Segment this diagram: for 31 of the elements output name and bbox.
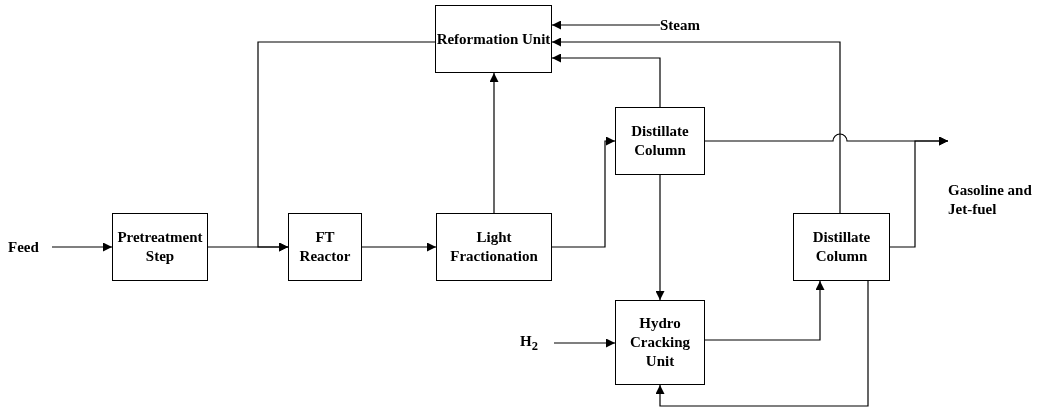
box-label: Hydro Cracking Unit bbox=[629, 314, 691, 371]
process-box bbox=[112, 213, 208, 281]
flow-label: Steam bbox=[660, 15, 700, 35]
arrow bbox=[551, 136, 616, 248]
box-label: Distillate Column bbox=[811, 228, 872, 266]
arrow bbox=[551, 20, 661, 30]
arrow bbox=[551, 37, 841, 214]
flow-label: Feed bbox=[8, 237, 39, 257]
arrow bbox=[655, 174, 665, 301]
process-box bbox=[288, 213, 362, 281]
arrow bbox=[553, 338, 616, 348]
arrow bbox=[551, 53, 661, 108]
arrow bbox=[361, 242, 437, 252]
arrow bbox=[51, 242, 113, 252]
process-box bbox=[615, 300, 705, 385]
box-label: Distillate Column bbox=[630, 122, 690, 160]
arrow bbox=[704, 280, 825, 341]
arrow bbox=[655, 280, 869, 407]
arrow bbox=[889, 136, 949, 248]
process-box bbox=[435, 5, 552, 73]
flow-label: H$_{2}$ bbox=[520, 331, 538, 355]
process-box bbox=[793, 213, 890, 281]
box-label: Pretreatment Step bbox=[116, 228, 204, 266]
box-label: FT Reactor bbox=[298, 228, 352, 266]
process-box bbox=[436, 213, 552, 281]
flow-label: Gasoline and Jet-fuel bbox=[948, 181, 1033, 219]
arrow bbox=[489, 72, 499, 214]
arrow bbox=[257, 41, 436, 252]
box-label: Reformation Unit bbox=[436, 29, 551, 49]
box-label: Light Fractionation bbox=[449, 228, 539, 266]
process-box bbox=[615, 107, 705, 175]
